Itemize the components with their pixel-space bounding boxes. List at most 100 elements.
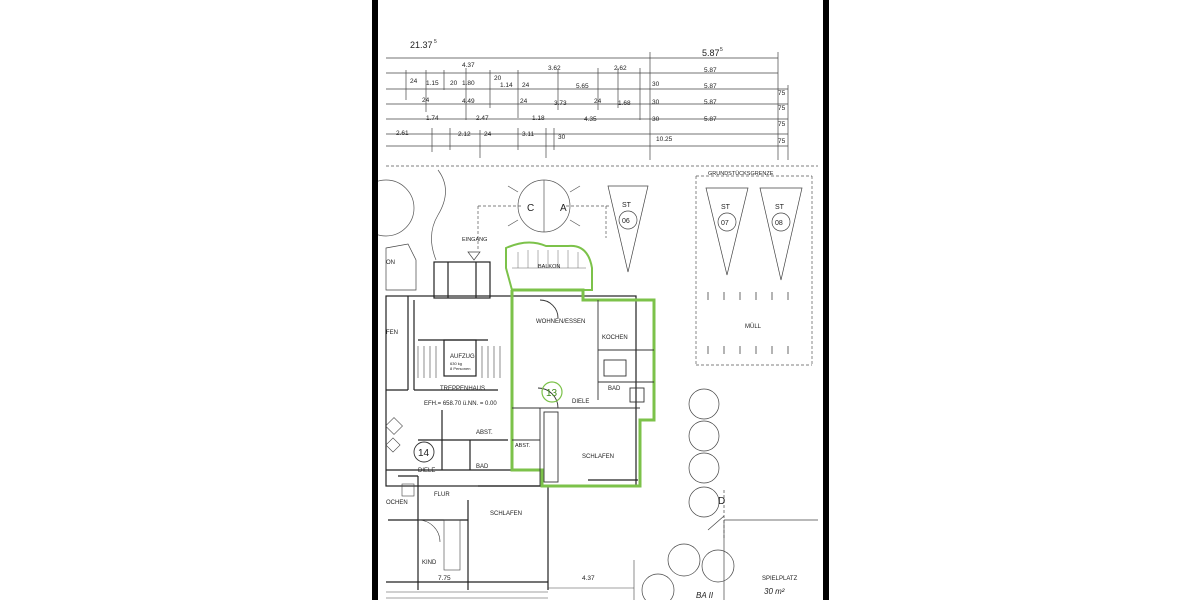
fixture-icons bbox=[385, 417, 461, 571]
dim-r5-e: 30 bbox=[558, 134, 566, 141]
dim-top-left: 21.37 bbox=[410, 40, 433, 50]
marker-c: C bbox=[527, 203, 534, 214]
dim-r3-e: 24 bbox=[594, 98, 602, 105]
dim-r3-f: 1.68 bbox=[618, 100, 631, 107]
label-ba: BA II bbox=[696, 591, 714, 600]
label-diele: DIELE bbox=[572, 399, 589, 405]
dim-r2-a: 24 bbox=[410, 78, 418, 85]
st07-label: ST bbox=[721, 204, 731, 211]
label-bad: BAD bbox=[608, 386, 621, 392]
unit-14-number: 14 bbox=[418, 448, 430, 459]
dim-r1-d: 5.87 bbox=[704, 67, 717, 74]
label-bad-14: BAD bbox=[476, 464, 489, 470]
label-kind: KIND bbox=[422, 560, 437, 566]
entrance-arrow-icon bbox=[467, 251, 481, 261]
site-boundary bbox=[386, 165, 818, 366]
dim-r3-a: 24 bbox=[422, 97, 430, 104]
label-schlafen-14: SCHLAFEN bbox=[490, 511, 522, 517]
floor-plan: 21.37 5 5.87 5 4.37 3.62 2.62 5.87 24 1.… bbox=[378, 39, 818, 600]
dim-r4-e: 30 bbox=[652, 116, 660, 123]
st06-number: 06 bbox=[622, 218, 630, 225]
label-spielplatz: SPIELPLATZ bbox=[762, 576, 798, 582]
dim-r5-a: 2.61 bbox=[396, 130, 409, 137]
dim-top-left-sup: 5 bbox=[434, 39, 437, 45]
dim-r2-i: 30 bbox=[652, 81, 660, 88]
unit-13-badge bbox=[541, 381, 563, 403]
label-wohnen-essen: WOHNEN/ESSEN bbox=[536, 319, 585, 325]
dim-r2-g: 24 bbox=[522, 82, 530, 89]
dimension-labels: 21.37 5 5.87 5 4.37 3.62 2.62 5.87 24 1.… bbox=[396, 39, 786, 145]
dim-top-right: 5.87 bbox=[702, 48, 720, 58]
dim-r5-g: 75 bbox=[778, 138, 786, 145]
tree-icon bbox=[378, 169, 446, 261]
st07-number: 07 bbox=[721, 220, 729, 227]
dimension-chain bbox=[386, 52, 789, 160]
dim-r4-f: 5.87 bbox=[704, 116, 717, 123]
dim-r1-a: 4.37 bbox=[462, 62, 475, 69]
apartment-13-interior bbox=[512, 299, 654, 486]
dim-r3-h: 5.87 bbox=[704, 99, 717, 106]
dim-top-right-sup: 5 bbox=[720, 47, 723, 53]
dim-r3-g: 30 bbox=[652, 99, 660, 106]
bottom-strip bbox=[386, 560, 635, 600]
label-muell: MÜLL bbox=[745, 323, 762, 330]
label-treppenhaus: TREPPENHAUS bbox=[440, 386, 485, 392]
label-fen: FEN bbox=[386, 330, 398, 336]
label-aufzug-persons: 8 Personen bbox=[450, 366, 470, 371]
dim-r2-j: 5.87 bbox=[704, 83, 717, 90]
section-marker-d bbox=[707, 490, 818, 600]
waste-bins bbox=[707, 292, 789, 354]
floor-plan-sheet: 21.37 5 5.87 5 4.37 3.62 2.62 5.87 24 1.… bbox=[378, 0, 823, 600]
st06-label: ST bbox=[622, 202, 632, 209]
label-schlafen: SCHLAFEN bbox=[582, 454, 614, 460]
dim-bottom-left: 7.75 bbox=[438, 575, 451, 582]
dim-r2-f: 1.14 bbox=[500, 82, 513, 89]
dim-r1-c: 2.62 bbox=[614, 65, 627, 72]
label-con: ON bbox=[386, 260, 395, 266]
st08-label: ST bbox=[775, 204, 785, 211]
marker-d: D bbox=[718, 496, 725, 507]
label-diele-14: DIELE bbox=[418, 468, 435, 474]
tree-row-icon bbox=[641, 388, 735, 600]
unit-13-number: 13 bbox=[546, 388, 558, 399]
balcony-hatch bbox=[512, 250, 586, 269]
dim-r3-d: 3.73 bbox=[554, 100, 567, 107]
dim-r2-e: 20 bbox=[494, 75, 502, 82]
stair-core bbox=[417, 346, 501, 378]
label-flur: FLUR bbox=[434, 492, 450, 498]
st08-number: 08 bbox=[775, 220, 783, 227]
unit-14-badge bbox=[413, 441, 435, 463]
label-kochen-left: OCHEN bbox=[386, 500, 408, 506]
dim-r4-b: 2.47 bbox=[476, 115, 489, 122]
dim-r5-f: 10.25 bbox=[656, 136, 673, 143]
label-kochen: KOCHEN bbox=[602, 335, 628, 341]
dim-r3-b: 4.49 bbox=[462, 98, 475, 105]
dim-r4-a: 1.74 bbox=[426, 115, 439, 122]
label-aufzug-capacity: 630 kg bbox=[450, 361, 462, 366]
label-abst: ABST. bbox=[515, 443, 531, 449]
label-balkon: BALKON bbox=[538, 264, 560, 270]
balcony-left bbox=[385, 243, 417, 291]
dim-bottom-right: 4.37 bbox=[582, 575, 595, 582]
dim-r3-i: 75 bbox=[778, 105, 786, 112]
left-margin bbox=[0, 0, 372, 600]
dim-r2-h: 5.65 bbox=[576, 83, 589, 90]
label-efh: EFH.= 658.70 ü.NN. = 0.00 bbox=[424, 401, 497, 407]
label-eingang: EINGANG bbox=[462, 237, 487, 243]
dim-r1-b: 3.62 bbox=[548, 65, 561, 72]
label-grundstuecksgrenze: GRUNDSTÜCKSGRENZE bbox=[708, 170, 774, 177]
label-abst-14: ABST. bbox=[476, 430, 493, 436]
dim-r4-d: 4.35 bbox=[584, 116, 597, 123]
dim-r5-c: 24 bbox=[484, 131, 492, 138]
dim-r2-c: 20 bbox=[450, 80, 458, 87]
dim-r4-g: 75 bbox=[778, 121, 786, 128]
marker-a: A bbox=[560, 203, 567, 214]
dim-r4-c: 1.18 bbox=[532, 115, 545, 122]
dim-r5-d: 3.11 bbox=[522, 131, 535, 138]
label-spielplatz-area: 30 m² bbox=[764, 587, 785, 596]
parking-space-icon bbox=[607, 185, 803, 281]
apartment-13-outline bbox=[505, 241, 656, 488]
dim-r5-b: 2.12 bbox=[458, 131, 471, 138]
section-marker-ca bbox=[477, 179, 610, 250]
dim-r2-b: 1.15 bbox=[426, 80, 439, 87]
